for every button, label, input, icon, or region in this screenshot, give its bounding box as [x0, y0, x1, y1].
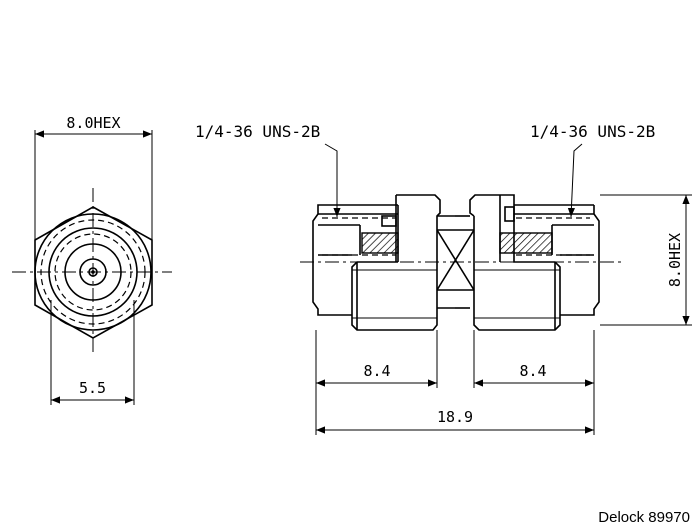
right-dielectric-hatch: [499, 232, 553, 254]
right-connector-half: [469, 194, 600, 331]
end-view-hex-label: 8.0HEX: [66, 114, 120, 132]
side-view: 1/4-36 UNS-2B 1/4-36 UNS-2B: [195, 122, 692, 435]
end-view: 8.0HEX 5.5: [12, 114, 172, 405]
overall-length-label: 18.9: [437, 408, 473, 426]
end-view-bore-dimension: 5.5: [50, 300, 135, 405]
right-length-label: 8.4: [519, 362, 546, 380]
left-length-label: 8.4: [363, 362, 390, 380]
thread-callout-left: 1/4-36 UNS-2B: [195, 122, 341, 217]
thread-callout-right: 1/4-36 UNS-2B: [530, 122, 655, 218]
side-view-hex-label: 8.0HEX: [666, 233, 684, 287]
brand-label: Delock 89970: [598, 509, 690, 526]
end-view-hex-dimension: 8.0HEX: [34, 114, 153, 246]
center-body: [436, 215, 475, 309]
side-view-length-dimensions: 8.4 8.4 18.9: [315, 330, 595, 435]
left-connector-half: [312, 194, 455, 331]
right-contact-pin: [504, 206, 515, 222]
end-view-bore-label: 5.5: [79, 379, 106, 397]
thread-left-label: 1/4-36 UNS-2B: [195, 122, 320, 141]
side-view-hex-dimension: 8.0HEX: [600, 194, 692, 326]
thread-right-label: 1/4-36 UNS-2B: [530, 122, 655, 141]
left-dielectric-hatch: [361, 232, 399, 254]
